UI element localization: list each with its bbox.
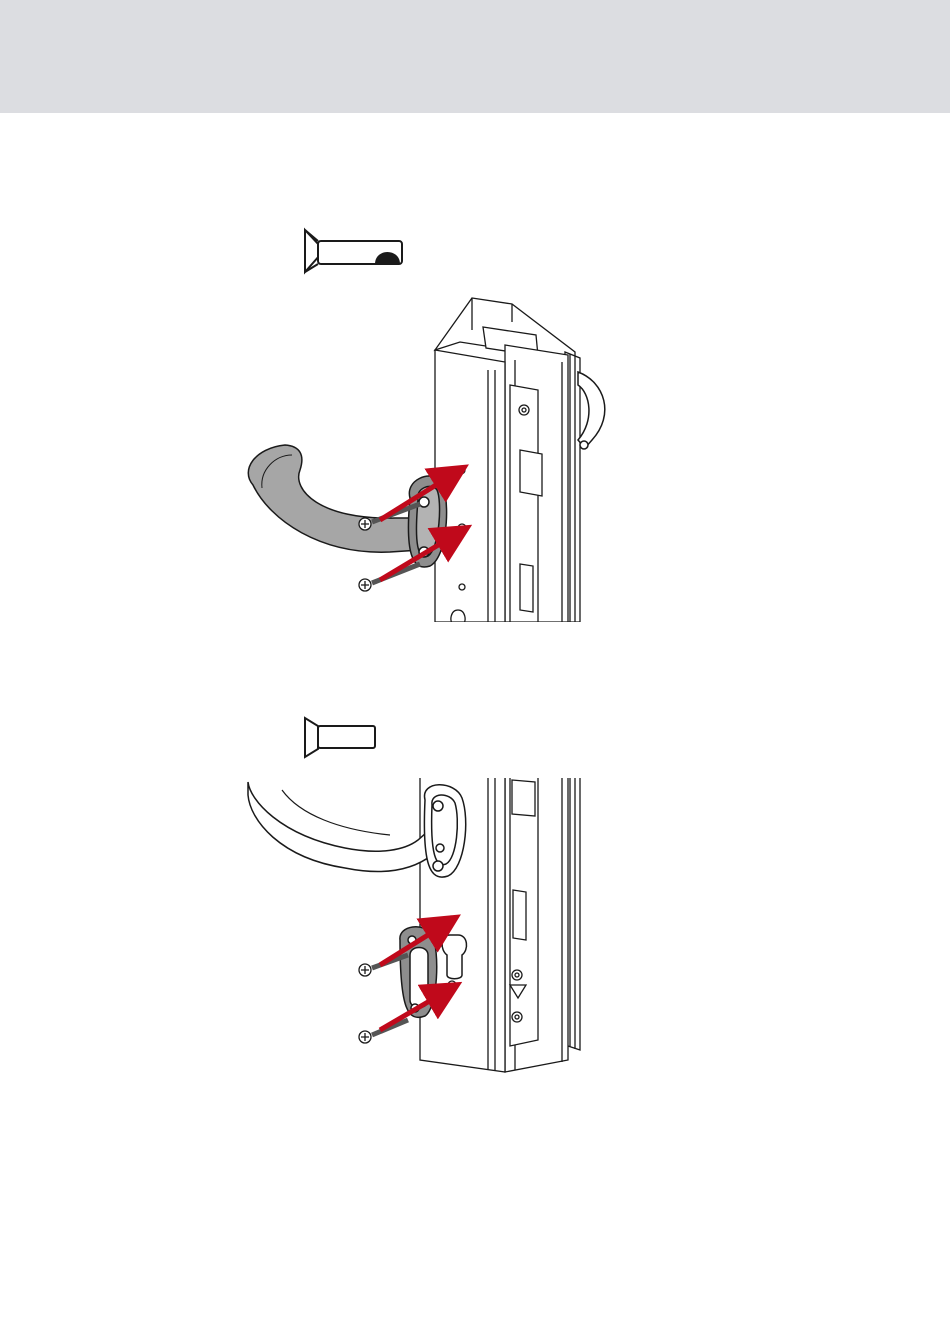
countersunk-screw-long-with-bit-icon bbox=[305, 230, 402, 272]
step-2-diagram bbox=[0, 710, 950, 1080]
step-1-diagram bbox=[0, 220, 950, 630]
screw-lower bbox=[359, 564, 420, 591]
header-band bbox=[0, 0, 950, 113]
screw-lower bbox=[359, 1020, 408, 1043]
countersunk-screw-short-icon bbox=[305, 718, 375, 757]
rear-handle bbox=[578, 372, 605, 449]
mounted-rose bbox=[424, 785, 465, 877]
lever-handle-mounted bbox=[248, 782, 435, 872]
door-profile bbox=[435, 298, 580, 622]
lever-handle bbox=[248, 445, 420, 552]
